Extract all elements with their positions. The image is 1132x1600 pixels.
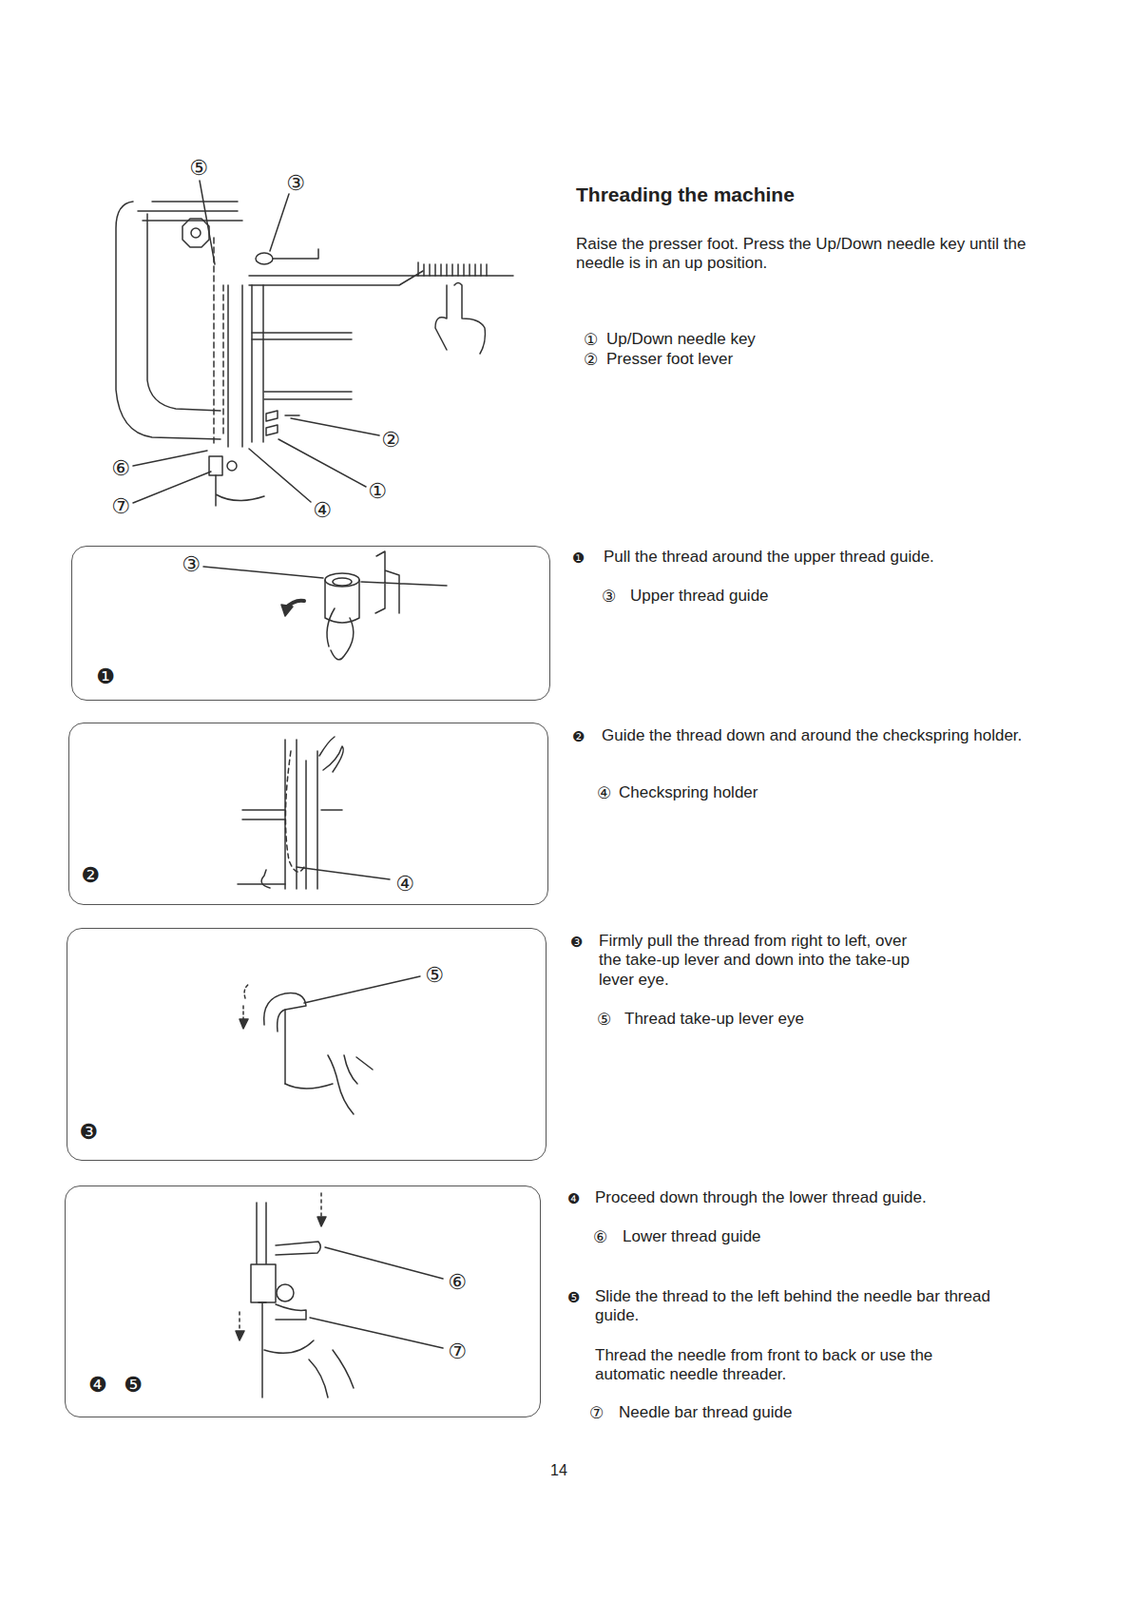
step-panel: ③❶	[71, 545, 551, 701]
callout-number: ⑦	[111, 496, 131, 518]
instruction-text: Upper thread guide	[630, 586, 769, 606]
callout-number: ⑦	[447, 1341, 467, 1363]
callout-number: ⑤	[189, 157, 209, 179]
step-number: ❶	[572, 549, 585, 567]
instruction-text: Checkspring holder	[618, 783, 758, 803]
callout-number: ⑦	[589, 1402, 604, 1422]
instruction-text: Thread the needle from front to back or …	[594, 1345, 976, 1385]
callout-number: ①	[367, 480, 387, 502]
instruction-text: Guide the thread down and around the che…	[601, 726, 1025, 746]
instruction-text: Firmly pull the thread from right to lef…	[598, 931, 922, 990]
page-number: 14	[550, 1460, 568, 1479]
step-badge: ❷	[80, 864, 100, 886]
instruction-text: Needle bar thread guide	[618, 1402, 792, 1422]
callout-number: ③	[601, 586, 616, 606]
callout-number: ②	[381, 429, 401, 451]
step-panel: ⑤❸	[66, 927, 547, 1161]
instruction-text: Raise the presser foot. Press the Up/Dow…	[575, 234, 1052, 274]
instruction-text: Proceed down through the lower thread gu…	[594, 1188, 1071, 1208]
callout-number: ①	[583, 329, 598, 349]
callout-number: ④	[312, 499, 332, 521]
step-badge: ❶	[95, 666, 116, 688]
step-number: ❹	[567, 1189, 580, 1208]
step-number: ❺	[567, 1288, 580, 1306]
instruction-text: Presser foot lever	[606, 349, 733, 369]
step-panel: ④❷	[68, 722, 549, 905]
instruction-text: Up/Down needle key	[606, 329, 756, 349]
callout-number: ③	[181, 554, 201, 576]
section-title: Threading the machine	[575, 182, 795, 207]
instruction-text: Slide the thread to the left behind the …	[594, 1286, 995, 1326]
step-number: ❸	[570, 933, 583, 951]
instruction-text: Lower thread guide	[622, 1227, 762, 1247]
instruction-text: Pull the thread around the upper thread …	[603, 547, 1079, 567]
callout-number: ⑥	[447, 1271, 467, 1293]
callout-number: ②	[583, 349, 598, 369]
callout-number: ⑥	[593, 1227, 608, 1247]
instruction-text: Thread take-up lever eye	[624, 1009, 805, 1029]
callout-number: ③	[286, 172, 306, 194]
step-panel: ⑥ ⑦ ❹❺	[64, 1185, 541, 1418]
callout-number: ④	[395, 873, 415, 895]
callout-number: ⑤	[424, 964, 444, 986]
step-badge: ❹	[88, 1374, 108, 1396]
callout-number: ⑤	[596, 1009, 612, 1029]
callout-number: ④	[596, 783, 612, 803]
step-badge: ❺	[123, 1374, 143, 1396]
callout-number: ⑥	[111, 458, 131, 480]
step-number: ❷	[572, 728, 585, 746]
step-badge: ❸	[78, 1121, 98, 1143]
